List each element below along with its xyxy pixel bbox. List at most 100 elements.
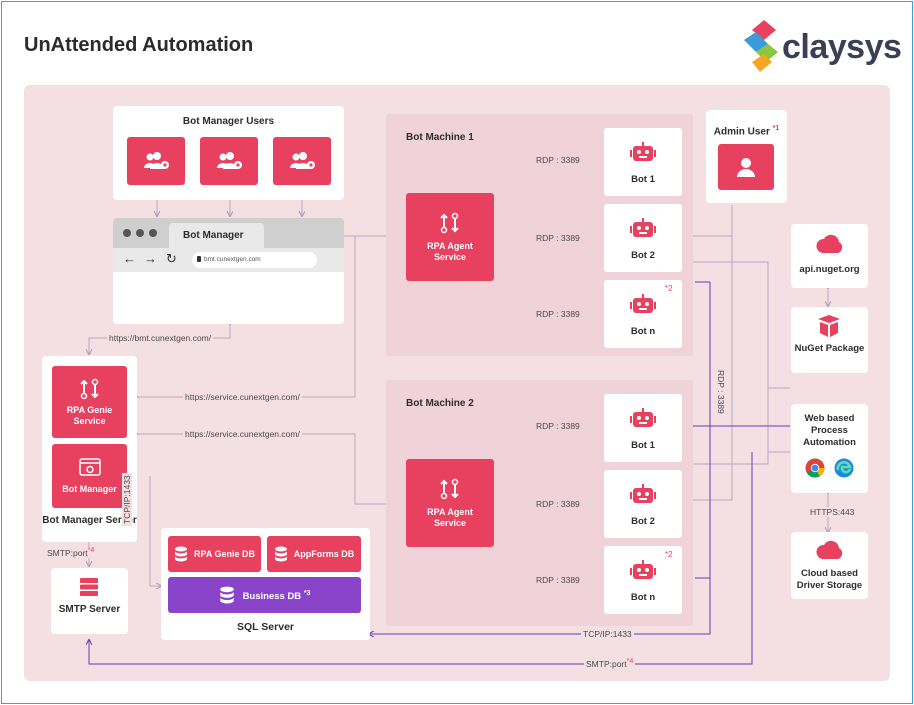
robot-icon [630,484,656,503]
bot-name: Bot 1 [631,440,655,451]
robot-icon [630,142,656,161]
appforms-db-label: AppForms DB [293,548,355,559]
forward-arrow-icon[interactable]: → [144,251,157,266]
claysys-logo: claysys [742,18,902,74]
rpa-agent-service-2[interactable]: RPA Agent Service [406,459,494,547]
chrome-icon [805,458,825,478]
rdp-label: RDP : 3389 [534,421,582,431]
rpa-genie-db-label: RPA Genie DB [193,548,255,559]
bot-manager-browser: Bot Manager ← → ↻ bmt.cunextgen.com [113,218,344,324]
bot-name: Bot n [630,592,656,603]
bot-machine-1-title: Bot Machine 1 [406,132,474,143]
admin-user-card[interactable] [718,144,774,190]
bmt-url-label: https://bmt.cunextgen.com/ [107,333,214,343]
machine1-bot-1[interactable]: Bot 1 [604,128,682,196]
address-bar[interactable]: bmt.cunextgen.com [192,252,317,268]
smtp-port-label: SMTP:port [47,547,88,558]
reload-icon[interactable]: ↻ [166,251,177,266]
machine1-bot-2[interactable]: Bot 2 [604,204,682,272]
sql-server-label: SQL Server [236,621,294,633]
window-dot-icon [123,229,131,237]
nuget-api-panel: api.nuget.org [791,224,868,288]
page-title: UnAttended Automation [24,34,254,56]
service-url-label-1: https://service.cunextgen.com/ [183,392,302,402]
edge-icon [834,458,854,478]
bot-manager-card-label: Bot Manager [62,483,117,494]
cloud-storage-panel: Cloud based Driver Storage [791,532,868,599]
bot-name: Bot 2 [631,516,655,527]
cloud-storage-label: Cloud based Driver Storage [796,568,863,591]
smtp-bottom-footnote: *4 [626,658,634,665]
smtp-server-label: SMTP Server [58,604,121,615]
machine2-bot-1[interactable]: Bot 1 [604,394,682,462]
user-icon [737,158,755,177]
bot-manager-users-title: Bot Manager Users [182,116,275,127]
server-icon [80,578,98,596]
rpa-genie-service-card[interactable]: RPA Genie Service [52,366,127,438]
bot-manager-server-panel: RPA Genie Service Bot Manager Bot Manage… [42,356,137,542]
rdp-label: RDP : 3389 [534,309,582,319]
logo-wordmark: claysys [782,28,902,66]
user-group-card-2[interactable] [200,137,258,185]
back-arrow-icon[interactable]: ← [123,251,136,266]
robot-icon [630,408,656,427]
robot-icon [630,218,656,237]
web-automation-label: Web based Process Automation [803,413,856,448]
https-label: HTTPS:443 [808,507,857,517]
rdp-label: RDP : 3389 [534,233,582,243]
rdp-label: RDP : 3389 [534,155,582,165]
nuget-package-panel: NuGet Package [791,307,868,373]
rpa-agent-service-2-label: RPA Agent Service [427,507,473,528]
cloud-icon [816,540,843,559]
package-icon [818,315,840,337]
transfer-arrows-icon [440,212,459,234]
bot-machine-2-title: Bot Machine 2 [406,398,474,409]
web-automation-panel: Web based Process Automation [791,404,868,493]
lock-icon [197,256,201,262]
rdp-vertical-label: RDP : 3389 [716,368,726,416]
bot-n-footnote: *2 [665,284,673,293]
user-group-card-3[interactable] [273,137,331,185]
admin-user-label: Admin User [713,126,770,138]
window-dot-icon [136,229,144,237]
database-icon [274,546,287,562]
database-icon [219,586,234,604]
business-db-footnote: *3 [303,589,311,597]
bot-manager-users-panel: Bot Manager Users [113,106,344,200]
browser-gear-icon [78,457,101,476]
business-db-label: Business DB [242,591,302,603]
user-group-settings-icon [217,152,242,169]
robot-icon [630,294,656,313]
bot-name: Bot n [630,326,656,337]
bot-n-footnote: *2 [665,550,673,559]
tab-bot-manager[interactable]: Bot Manager [169,223,264,248]
machine2-bot-2[interactable]: Bot 2 [604,470,682,538]
bot-name: Bot 2 [631,250,655,261]
bot-name: Bot 1 [631,174,655,185]
tcp-ip-vertical-label: TCP/IP:1433 [122,473,132,526]
rpa-agent-service-1[interactable]: RPA Agent Service [406,193,494,281]
smtp-server-panel: SMTP Server [51,568,128,634]
transfer-arrows-icon [79,378,99,400]
transfer-arrows-icon [440,478,459,500]
bot-manager-card[interactable]: Bot Manager [52,444,127,508]
user-group-settings-icon [144,152,169,169]
service-url-label-2: https://service.cunextgen.com/ [183,429,302,439]
admin-user-footnote: *1 [772,125,780,132]
smtp-port-footnote: *4 [87,547,95,554]
user-group-card-1[interactable] [127,137,185,185]
rdp-label: RDP : 3389 [534,575,582,585]
claysys-logo-icon [744,20,778,72]
rpa-agent-service-1-label: RPA Agent Service [427,241,473,262]
tcp-ip-bottom-label: TCP/IP:1433 [581,629,634,639]
appforms-db-card[interactable]: AppForms DB [267,536,361,572]
window-dot-icon [149,229,157,237]
smtp-bottom-label: SMTP:port [586,658,627,669]
machine2-bot-n[interactable]: *2 Bot n [604,546,682,614]
business-db-card[interactable]: Business DB *3 [168,577,361,613]
rpa-genie-db-card[interactable]: RPA Genie DB [168,536,261,572]
machine1-bot-n[interactable]: *2 Bot n [604,280,682,348]
rpa-genie-service-label: RPA Genie Service [66,405,113,426]
rdp-label: RDP : 3389 [534,499,582,509]
admin-user-panel: Admin User *1 [706,110,787,203]
